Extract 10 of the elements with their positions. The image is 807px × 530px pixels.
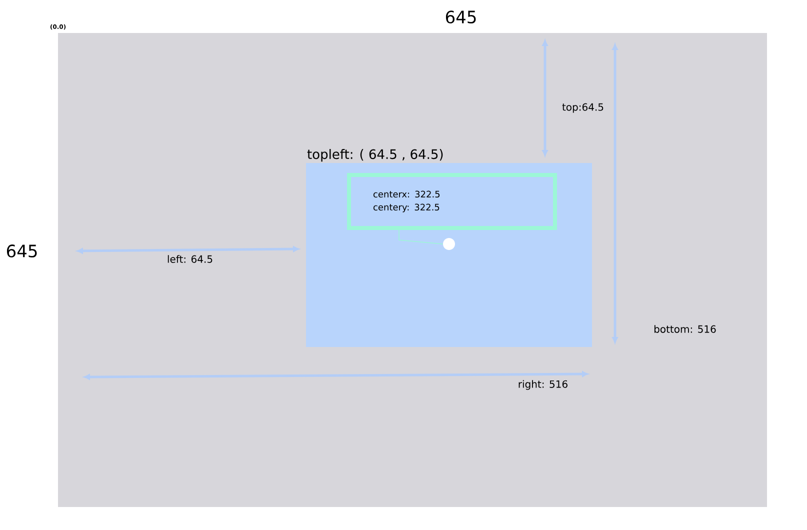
dimension-label: bottom: 516 — [654, 325, 716, 333]
node-label: topleft: ( 64.5 , 64.5) — [307, 149, 443, 162]
center-dot — [443, 238, 455, 250]
dimension-label: right: 516 — [518, 380, 568, 390]
dimension-label: 645 — [6, 244, 37, 258]
leader-line — [398, 230, 444, 244]
dimension-label: left: 64.5 — [168, 255, 212, 263]
dimension-label: top:64.5 — [562, 103, 604, 113]
info-box: centerx: 322.5 centery: 322.5 — [347, 173, 557, 230]
dimension-label: 645 — [446, 10, 476, 24]
